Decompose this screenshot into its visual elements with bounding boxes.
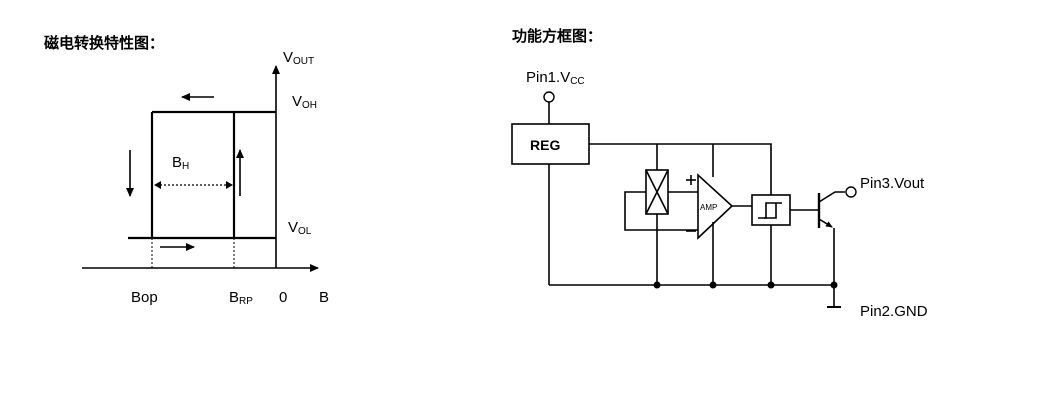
brp-label: BRP: [229, 289, 253, 307]
voh-label: VOH: [292, 93, 317, 111]
bh-label: BH: [172, 154, 189, 172]
amp-triangle: [697, 173, 734, 240]
block-diagram-title: 功能方框图：: [512, 27, 602, 45]
junction-dot: [653, 281, 661, 289]
pin2-label: Pin2.GND: [860, 303, 928, 320]
pin1-terminal: [543, 91, 555, 103]
transistor-emitter: [818, 218, 833, 228]
hysteresis-title: 磁电转换特性图：: [44, 34, 164, 52]
bh-right-arrowhead: [226, 181, 233, 189]
zero-label: 0: [279, 289, 287, 306]
bh-left-arrowhead: [154, 181, 161, 189]
schmitt-symbol-b: [764, 203, 777, 219]
reg-block: [511, 123, 590, 165]
hall-output-negative: [624, 191, 698, 231]
reg-label: REG: [530, 137, 560, 153]
b-axis-label: B: [319, 289, 329, 306]
vout-axis-label: VOUT: [283, 49, 314, 67]
hysteresis-chart: 磁电转换特性图： VOUT VOH VOL BH Bop BRP 0 B: [44, 34, 329, 307]
block-diagram: 功能方框图： Pin1.VCC REG AMP: [511, 27, 928, 320]
bop-label: Bop: [131, 289, 158, 306]
supply-rail: [589, 143, 772, 195]
junction-dot: [767, 281, 775, 289]
pin3-label: Pin3.Vout: [860, 175, 925, 192]
transistor-collector: [818, 191, 845, 203]
schmitt-trigger-block: [751, 194, 791, 226]
junction-dot: [709, 281, 717, 289]
amp-label: AMP: [700, 203, 717, 212]
pin1-label: Pin1.VCC: [526, 69, 585, 87]
schmitt-symbol-a: [758, 202, 782, 219]
hall-element-cross-b: [645, 169, 669, 215]
vol-label: VOL: [288, 219, 312, 237]
pin3-terminal: [845, 186, 857, 198]
